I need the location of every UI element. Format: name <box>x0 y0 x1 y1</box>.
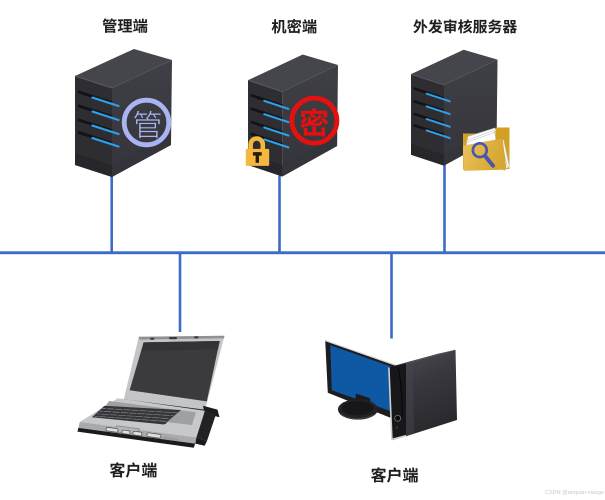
svg-text:CSDN @anquan-xiaoge: CSDN @anquan-xiaoge <box>545 490 604 496</box>
